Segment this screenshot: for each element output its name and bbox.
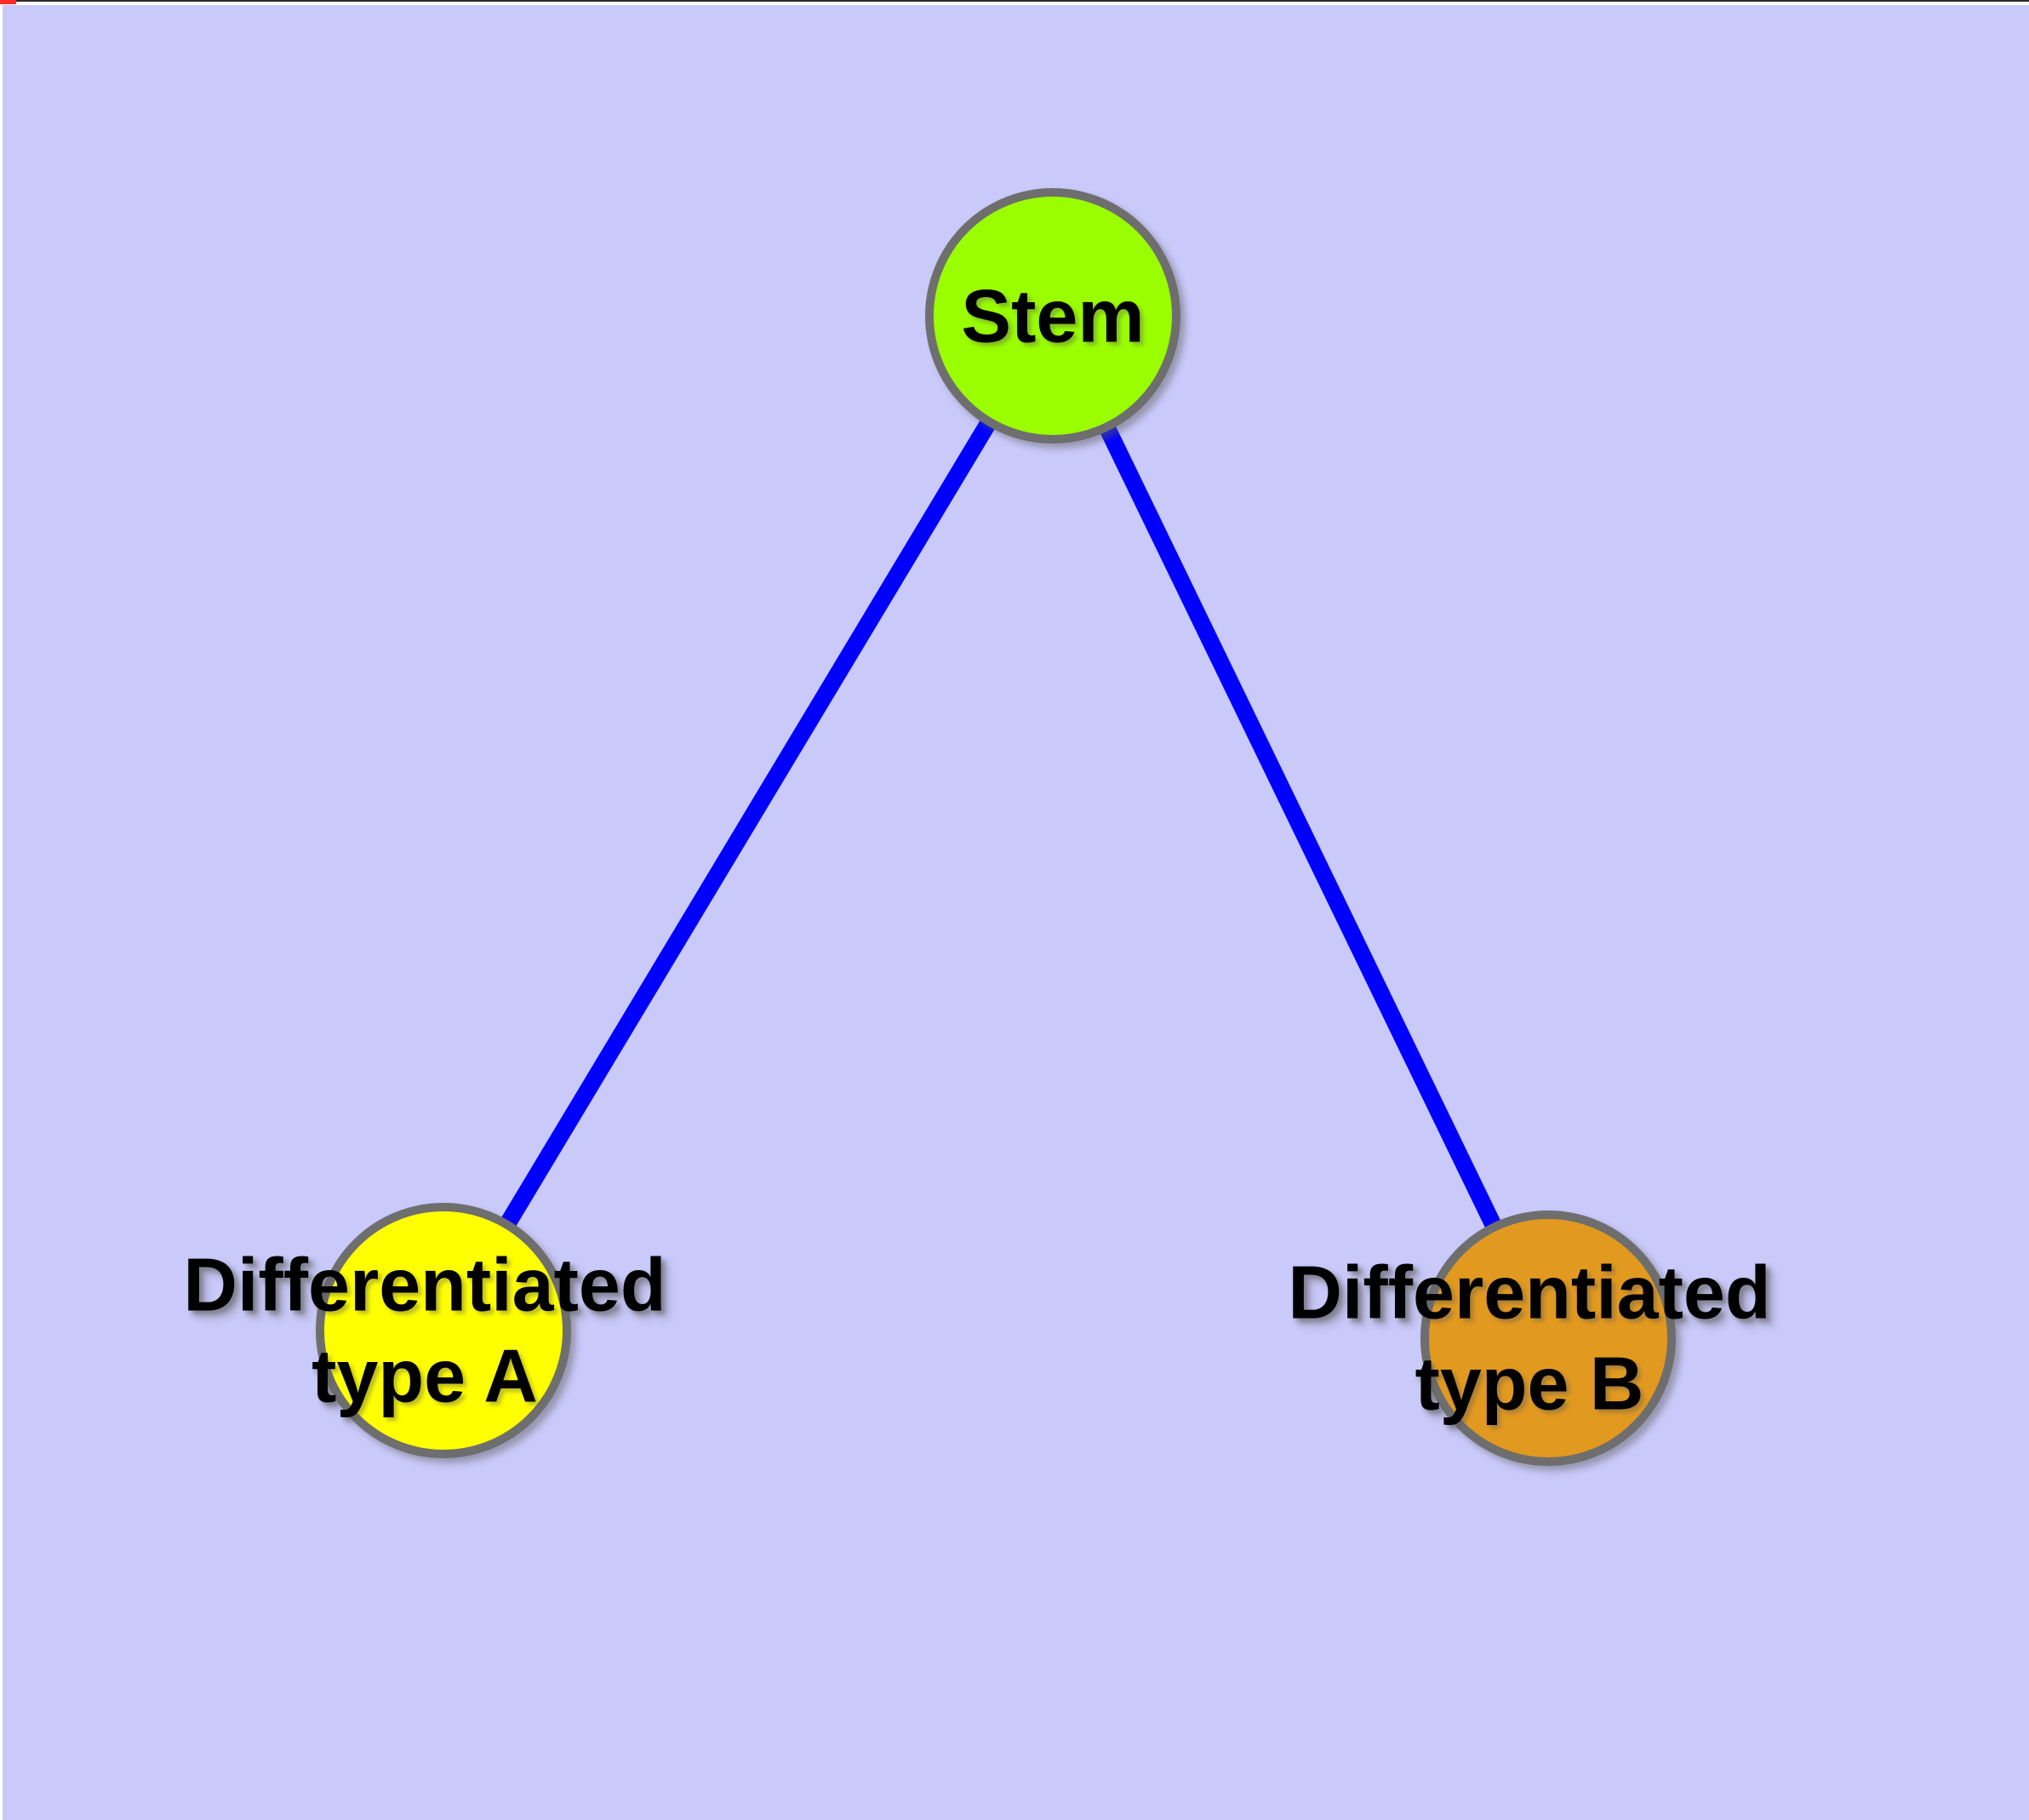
node-stem[interactable]: Stem [925,188,1180,444]
edge-stem-to-type-a[interactable] [436,311,1060,1336]
node-differentiated-type-b[interactable]: Differentiated type B [1288,1210,1771,1466]
node-differentiated-type-a[interactable]: Differentiated type A [183,1203,666,1458]
node-stem-label: Stem [961,273,1145,358]
edge-stem-to-type-b[interactable] [1045,312,1556,1342]
